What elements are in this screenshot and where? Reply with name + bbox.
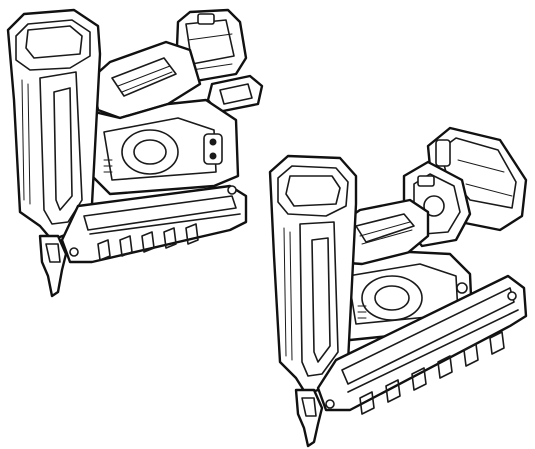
- handle-grip: [90, 40, 202, 120]
- nose-tip: [294, 388, 335, 448]
- nose-head: [268, 154, 358, 396]
- cordless-nailer-icon: [268, 126, 528, 448]
- magazine: [60, 184, 248, 264]
- nose-tip: [38, 234, 79, 298]
- magazine: [316, 274, 528, 415]
- cordless-nailer-icon: [6, 8, 264, 298]
- motor-housing: [84, 98, 240, 196]
